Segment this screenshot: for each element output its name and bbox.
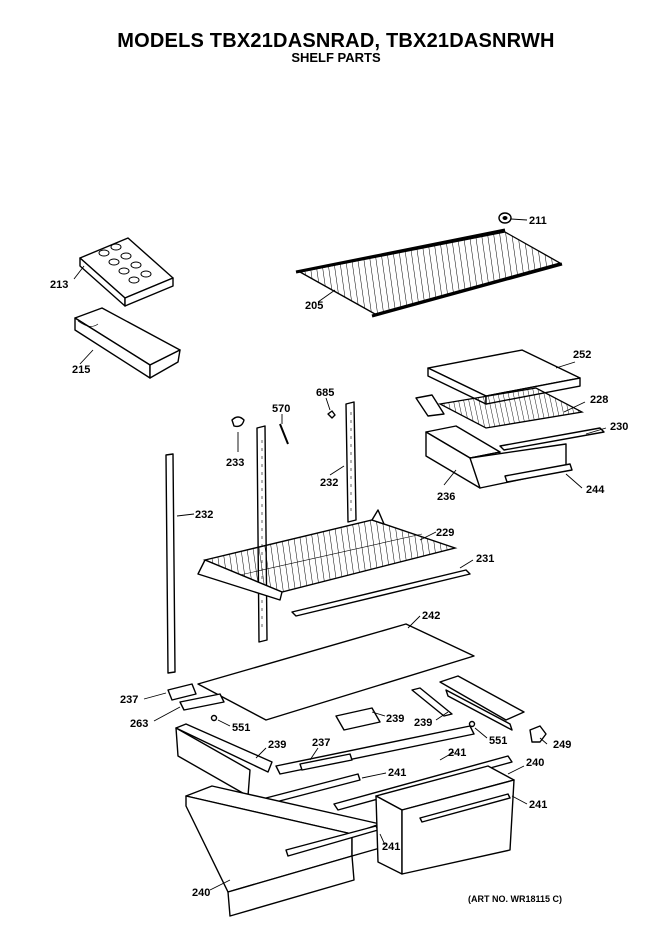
part-232-rail-center-left xyxy=(256,425,268,643)
label-241-bottom: 241 xyxy=(382,841,400,853)
label-685: 685 xyxy=(316,387,334,399)
label-570: 570 xyxy=(272,403,290,415)
part-215-door-bin xyxy=(74,307,181,379)
art-number: (ART NO. WR18115 C) xyxy=(468,894,562,904)
part-685-clip xyxy=(325,397,336,419)
part-237-263-bracket-left xyxy=(143,683,225,722)
label-240-right: 240 xyxy=(526,757,544,769)
label-263: 263 xyxy=(130,718,148,730)
part-228-wire-shelf xyxy=(415,387,586,429)
part-frame-right xyxy=(439,675,525,731)
label-241-top: 241 xyxy=(448,747,466,759)
label-239-center: 239 xyxy=(386,713,404,725)
part-230-trim xyxy=(499,427,607,451)
label-228: 228 xyxy=(590,394,608,406)
part-240-crisper-drawer-right xyxy=(375,765,528,875)
part-237-bracket-center xyxy=(275,725,475,775)
part-570-screw xyxy=(279,414,289,445)
label-244: 244 xyxy=(586,484,605,496)
label-229: 229 xyxy=(436,527,454,539)
part-242-glass-cover xyxy=(197,615,475,721)
part-205-wire-shelf xyxy=(295,228,563,318)
part-244-trim xyxy=(565,473,583,489)
part-249-hinge xyxy=(529,725,548,745)
label-551-right: 551 xyxy=(489,735,507,747)
part-551-screws xyxy=(210,714,488,739)
label-211: 211 xyxy=(529,215,547,227)
part-211-knob xyxy=(498,212,528,224)
part-number-labels: 211 213 205 215 252 685 570 228 230 233 … xyxy=(50,215,628,899)
label-230: 230 xyxy=(610,421,628,433)
label-232-center: 232 xyxy=(320,477,338,489)
label-241-right: 241 xyxy=(529,799,547,811)
label-242: 242 xyxy=(422,610,440,622)
part-231-trim xyxy=(291,559,474,617)
label-239-left: 239 xyxy=(268,739,286,751)
label-205: 205 xyxy=(305,300,323,312)
part-213-egg-tray xyxy=(73,237,174,307)
part-frame-left xyxy=(175,723,273,797)
label-237-center: 237 xyxy=(312,737,330,749)
label-232-left: 232 xyxy=(195,509,213,521)
part-232-rail-center-right xyxy=(329,401,357,523)
label-213: 213 xyxy=(50,279,68,291)
part-232-rail-left xyxy=(165,453,195,674)
part-236-pan xyxy=(425,425,573,489)
label-237-left: 237 xyxy=(120,694,138,706)
label-551-left: 551 xyxy=(232,722,250,734)
label-215: 215 xyxy=(72,364,90,376)
label-236: 236 xyxy=(437,491,455,503)
part-229-wire-shelf xyxy=(197,509,458,601)
label-241-center: 241 xyxy=(388,767,406,779)
part-240-crisper-drawer-left xyxy=(185,785,381,917)
part-233-bracket xyxy=(231,416,245,452)
diagram-subtitle: SHELF PARTS xyxy=(291,50,381,65)
part-239-clips xyxy=(335,687,453,731)
diagram-title: MODELS TBX21DASNRAD, TBX21DASNRWH xyxy=(117,30,555,52)
label-252: 252 xyxy=(573,349,591,361)
label-233: 233 xyxy=(226,457,244,469)
label-249: 249 xyxy=(553,739,571,751)
label-240-left: 240 xyxy=(192,887,210,899)
label-231: 231 xyxy=(476,553,494,565)
label-239-right: 239 xyxy=(414,717,432,729)
